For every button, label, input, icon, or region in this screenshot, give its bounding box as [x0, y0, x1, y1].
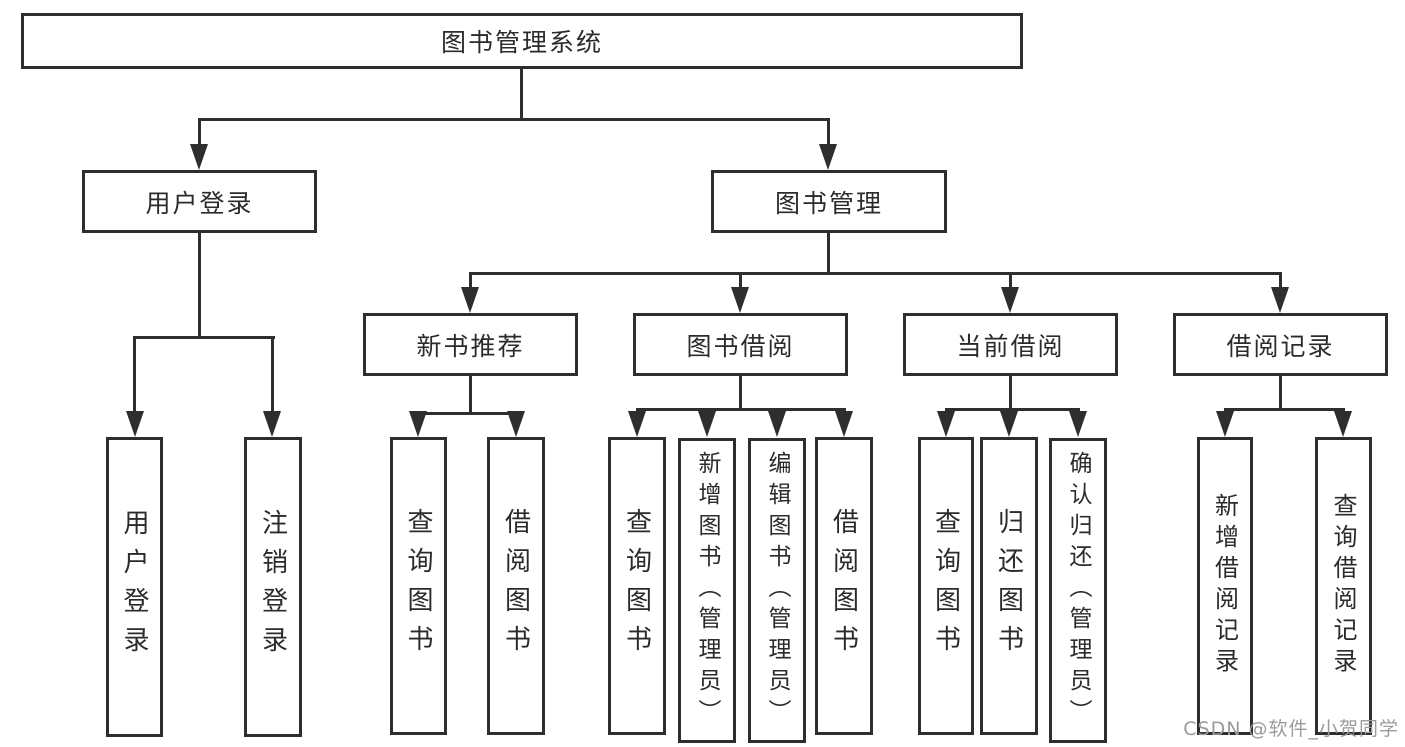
arrowhead: [819, 144, 837, 170]
node-borrow-edit-books-admin: 编辑图书（管理员）: [748, 438, 806, 743]
arrowhead: [409, 411, 427, 437]
node-borrow-query-books: 查询图书: [608, 437, 666, 735]
node-book-management: 图书管理: [711, 170, 947, 233]
arrowhead: [1271, 287, 1289, 313]
arrowhead: [1069, 411, 1087, 437]
node-label: 图书借阅: [686, 331, 795, 361]
node-current-query-books: 查询图书: [918, 437, 974, 735]
arrowhead: [1000, 411, 1018, 437]
connector-line: [1224, 408, 1345, 411]
node-current-confirm-return-admin: 确认归还（管理员）: [1049, 438, 1107, 743]
node-label: 用户登录: [145, 188, 254, 218]
connector-line: [469, 272, 472, 289]
node-label: 用户登录: [119, 509, 149, 665]
arrowhead: [698, 411, 716, 437]
connector-line: [827, 118, 830, 147]
arrowhead: [768, 411, 786, 437]
node-label: 查询图书: [621, 508, 652, 664]
node-label: 图书管理: [774, 188, 883, 218]
arrowhead: [1334, 411, 1352, 437]
node-label: 注销登录: [257, 509, 288, 665]
arrowhead: [937, 411, 955, 437]
arrowhead: [190, 144, 208, 170]
node-newbooks-borrow-books: 借阅图书: [487, 437, 545, 735]
connector-line: [417, 412, 518, 415]
node-label: 新书推荐: [416, 331, 525, 361]
connector-line: [133, 336, 275, 339]
connector-line: [469, 272, 1282, 275]
connector-line: [636, 408, 846, 411]
node-label: 借阅图书: [828, 508, 859, 664]
node-label: 查询图书: [930, 508, 961, 664]
connector-line: [1279, 376, 1282, 411]
node-current-return-books: 归还图书: [980, 437, 1038, 735]
node-borrow-records: 借阅记录: [1173, 313, 1388, 376]
node-book-borrow: 图书借阅: [633, 313, 848, 376]
node-label: 编辑图书（管理员）: [764, 451, 790, 730]
arrowhead: [263, 411, 281, 437]
connector-line: [945, 408, 1080, 411]
node-user-login: 用户登录: [82, 170, 317, 233]
node-records-query-record: 查询借阅记录: [1315, 437, 1372, 735]
node-label: 确认归还（管理员）: [1065, 451, 1091, 730]
connector-line: [133, 336, 136, 413]
node-label: 新增借阅记录: [1210, 493, 1239, 679]
node-root: 图书管理系统: [21, 13, 1023, 69]
node-label: 查询借阅记录: [1329, 493, 1357, 679]
node-label: 查询图书: [403, 508, 433, 664]
arrowhead: [731, 287, 749, 313]
node-label: 新增图书（管理员）: [694, 451, 720, 730]
connector-line: [1009, 376, 1012, 411]
node-label: 图书管理系统: [440, 28, 603, 57]
node-label: 借阅图书: [500, 508, 531, 664]
node-logout: 注销登录: [244, 437, 302, 737]
connector-line: [739, 272, 742, 289]
arrowhead: [1001, 287, 1019, 313]
csdn-watermark: CSDN @软件_小贺同学: [1183, 718, 1399, 740]
node-borrow-borrow-books: 借阅图书: [815, 437, 873, 735]
arrowhead: [461, 287, 479, 313]
arrowhead: [126, 411, 144, 437]
connector-line: [198, 233, 201, 338]
node-records-add-record: 新增借阅记录: [1197, 437, 1253, 735]
node-borrow-add-books-admin: 新增图书（管理员）: [678, 438, 736, 743]
connector-line: [271, 336, 274, 413]
node-current-borrow: 当前借阅: [903, 313, 1118, 376]
arrowhead: [835, 411, 853, 437]
node-label: 归还图书: [993, 508, 1024, 664]
node-newbooks-query-books: 查询图书: [390, 437, 447, 735]
node-login: 用户登录: [106, 437, 163, 737]
connector-line: [520, 69, 523, 121]
connector-line: [1009, 272, 1012, 289]
connector-line: [198, 118, 830, 121]
connector-line: [469, 376, 472, 415]
connector-line: [198, 118, 201, 147]
arrowhead: [628, 411, 646, 437]
connector-line: [739, 376, 742, 411]
arrowhead: [1216, 411, 1234, 437]
node-new-book-recommend: 新书推荐: [363, 313, 578, 376]
node-label: 当前借阅: [956, 331, 1065, 361]
connector-line: [827, 233, 830, 274]
node-label: 借阅记录: [1226, 331, 1335, 361]
arrowhead: [507, 411, 525, 437]
connector-line: [1279, 272, 1282, 289]
